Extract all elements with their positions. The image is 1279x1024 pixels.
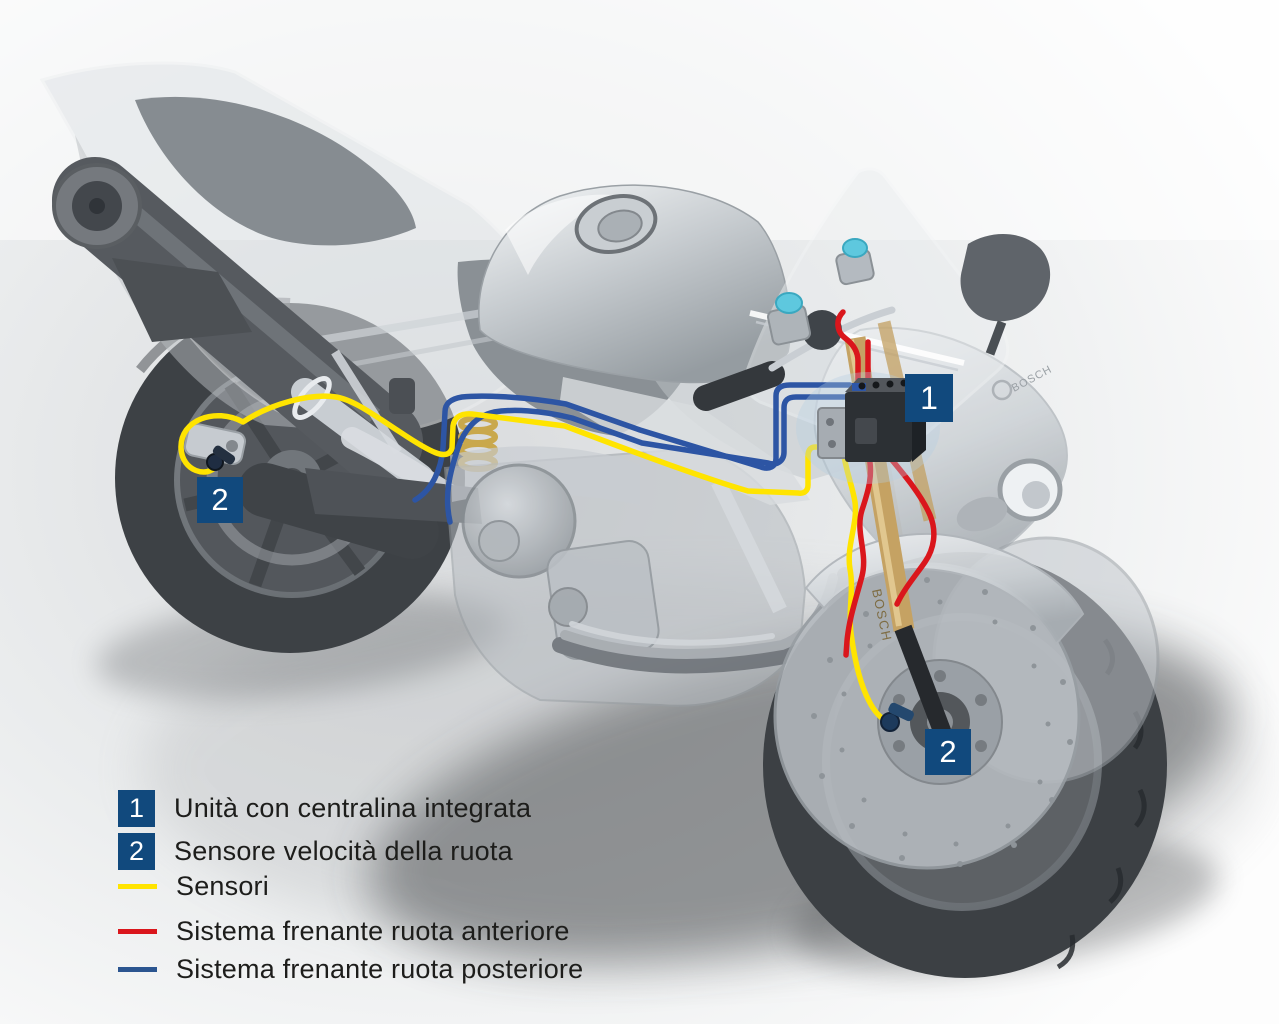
front-speed-sensor-body bbox=[888, 702, 914, 722]
marker-front-wheel-sensor: 2 bbox=[925, 729, 971, 775]
legend-label-front-brake: Sistema frenante ruota anteriore bbox=[176, 915, 570, 946]
legend-row-rear-brake: Sistema frenante ruota posteriore bbox=[118, 949, 583, 989]
legend-badge-2: 2 bbox=[118, 833, 155, 870]
tank-highlight bbox=[505, 194, 615, 275]
fairing-intake bbox=[956, 496, 1008, 532]
clutch-cap bbox=[548, 587, 588, 627]
rear-speed-sensor-body bbox=[212, 445, 236, 465]
front-speed-sensor-icon bbox=[880, 712, 900, 732]
legend-swatch-blue bbox=[118, 966, 157, 972]
front-brake-line-lever bbox=[835, 309, 861, 383]
mirror bbox=[960, 233, 1051, 322]
headlight-lens bbox=[1022, 481, 1050, 509]
rear-brake-line-b bbox=[444, 394, 853, 525]
shock-reservoir bbox=[389, 378, 415, 414]
wheel-speed-sensors bbox=[206, 445, 914, 732]
legend-label-unit: Unità con centralina integrata bbox=[174, 793, 532, 823]
reservoir-cap-right bbox=[842, 238, 868, 258]
marker-hydraulic-unit: 1 bbox=[905, 374, 953, 422]
reservoir-cap-left bbox=[775, 292, 803, 314]
swingarm bbox=[305, 468, 482, 524]
bracket-hole bbox=[828, 440, 836, 448]
muffler-highlight bbox=[109, 189, 381, 423]
sensor-line-rear bbox=[178, 393, 846, 496]
sensor-line-front bbox=[840, 447, 891, 725]
legend-row-sensors-line: Sensori bbox=[118, 866, 269, 906]
unit-pump-block bbox=[855, 418, 877, 444]
muffler-outlet-core bbox=[89, 198, 105, 214]
legend-row-front-brake: Sistema frenante ruota anteriore bbox=[118, 911, 570, 951]
legend-badge-1: 1 bbox=[118, 790, 155, 827]
ignition-housing bbox=[802, 310, 842, 350]
tread-groove bbox=[1134, 788, 1147, 828]
bracket-hole bbox=[826, 418, 834, 426]
rear-caliper-bolt bbox=[226, 440, 238, 452]
passenger-seat bbox=[135, 96, 416, 246]
front-brake-line-left-caliper bbox=[843, 449, 874, 658]
unit-front-face bbox=[845, 392, 912, 462]
tread-groove bbox=[1056, 934, 1076, 970]
handlebar-grip bbox=[693, 361, 785, 411]
mirror-arm bbox=[985, 320, 1007, 356]
muffler-hanger-strut bbox=[331, 349, 402, 455]
heat-shield-fin bbox=[112, 258, 252, 342]
frame-downtube bbox=[711, 478, 787, 614]
rear-brake-line-a bbox=[412, 382, 853, 503]
filler-cap bbox=[597, 209, 643, 243]
hydraulic-unit bbox=[796, 372, 940, 484]
legend-swatch-yellow bbox=[118, 883, 157, 889]
legend-row-sensor: 2 Sensore velocità della ruota bbox=[118, 833, 513, 870]
legend-label-sensors-line: Sensori bbox=[176, 870, 269, 901]
alternator-cap bbox=[478, 520, 520, 562]
muffler-clamp bbox=[292, 376, 332, 420]
engine bbox=[443, 446, 853, 707]
front-brake-line-right-caliper bbox=[879, 445, 937, 607]
legend-swatch-red bbox=[118, 928, 157, 934]
legend-row-unit: 1 Unità con centralina integrata bbox=[118, 790, 531, 827]
hydraulic-and-sensor-lines bbox=[178, 309, 937, 725]
tread-groove bbox=[1108, 867, 1124, 904]
marker-rear-wheel-sensor: 2 bbox=[197, 477, 243, 523]
legend-label-rear-brake: Sistema frenante ruota posteriore bbox=[176, 953, 584, 984]
fork-lower-leg bbox=[894, 624, 953, 740]
header-pipe-chrome bbox=[569, 621, 775, 646]
legend-label-sensor: Sensore velocità della ruota bbox=[174, 836, 513, 866]
bosch-seal-icon bbox=[991, 379, 1013, 401]
